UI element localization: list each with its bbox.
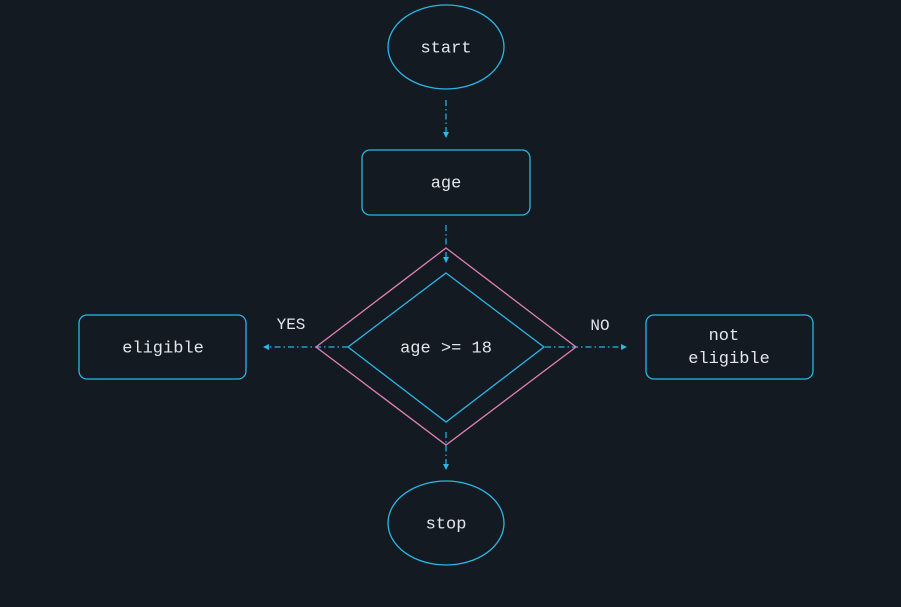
decision-inner-diamond [346,272,546,423]
no-edge-label: NO [590,317,609,335]
age-input-node: age [361,149,531,216]
decision-outer-diamond [314,247,578,446]
not-eligible-box [645,314,814,380]
start-node: start [387,4,505,90]
stop-label: stop [426,515,467,534]
yes-edge-label: YES [277,316,306,334]
decision-node: age >= 18 [314,247,578,446]
eligible-label: eligible [122,339,204,358]
not-eligible-label-line2: eligible [688,350,770,369]
not-eligible-node: not eligible [645,314,814,380]
start-ellipse [387,4,505,90]
not-eligible-label-line1: not [709,327,740,346]
eligible-box [78,314,247,380]
decision-label: age >= 18 [400,339,492,358]
eligible-node: eligible [78,314,247,380]
age-input-label: age [431,174,462,193]
stop-node: stop [387,480,505,566]
not-eligible-label: not eligible [688,327,770,369]
age-input-box [361,149,531,216]
stop-ellipse [387,480,505,566]
start-label: start [420,39,471,58]
